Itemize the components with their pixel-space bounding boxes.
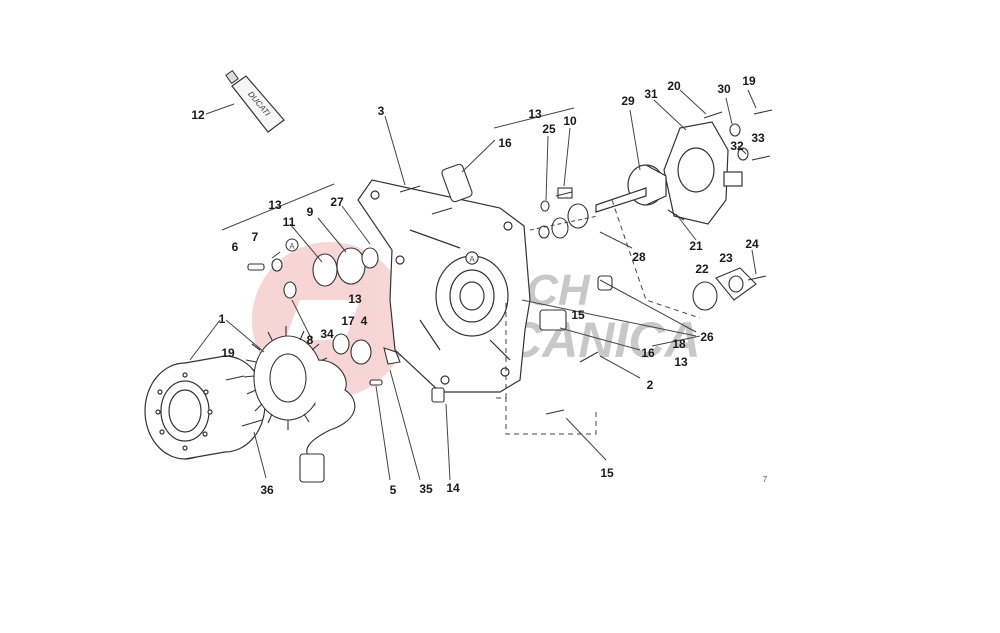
label-20: 20	[667, 79, 681, 93]
label-13-top: 13	[528, 107, 542, 121]
part-labels: 1 2 3 4 5 6 7 8 9 10 11 12 13 13 13 13 1…	[191, 74, 765, 497]
label-4: 4	[361, 314, 368, 328]
label-19-left: 19	[221, 346, 235, 360]
label-35: 35	[419, 482, 433, 496]
label-27: 27	[330, 195, 344, 209]
grease-tube: DUCATI	[225, 69, 285, 133]
impeller-shaft	[595, 164, 667, 213]
label-1: 1	[219, 312, 226, 326]
label-22: 22	[695, 262, 709, 276]
callout-a-label-right: A	[469, 255, 475, 264]
label-16-top: 16	[498, 136, 512, 150]
label-19-right: 19	[742, 74, 756, 88]
label-9: 9	[307, 205, 314, 219]
label-18: 18	[672, 337, 686, 351]
label-25: 25	[542, 122, 556, 136]
label-12: 12	[191, 108, 205, 122]
label-13-middle: 13	[348, 292, 362, 306]
label-32: 32	[730, 139, 744, 153]
page-number: 7	[763, 475, 768, 484]
label-15-upper: 15	[571, 308, 585, 322]
label-5: 5	[390, 483, 397, 497]
rotor	[144, 355, 266, 460]
label-31: 31	[644, 87, 658, 101]
screws	[225, 109, 773, 427]
label-14: 14	[446, 481, 460, 495]
label-23: 23	[719, 251, 733, 265]
label-6: 6	[232, 240, 239, 254]
label-8: 8	[307, 333, 314, 347]
label-2: 2	[647, 378, 654, 392]
label-33: 33	[751, 131, 765, 145]
label-26: 26	[700, 330, 714, 344]
callout-a-label-left: A	[289, 242, 295, 251]
label-17: 17	[341, 314, 355, 328]
label-10: 10	[563, 114, 577, 128]
callout-a: A A	[285, 238, 479, 265]
label-13-right: 13	[674, 355, 688, 369]
label-16-right: 16	[641, 346, 655, 360]
leader-lines	[189, 89, 757, 481]
watermark-logo-mark	[285, 300, 360, 340]
label-36: 36	[260, 483, 274, 497]
label-24: 24	[745, 237, 759, 251]
label-3: 3	[378, 104, 385, 118]
label-11: 11	[283, 215, 296, 229]
label-34: 34	[320, 327, 334, 341]
label-29: 29	[621, 94, 635, 108]
label-7: 7	[252, 230, 259, 244]
label-13-left: 13	[268, 198, 282, 212]
stator	[243, 326, 356, 483]
label-30: 30	[717, 82, 731, 96]
label-21: 21	[689, 239, 703, 253]
water-pump-cover	[663, 121, 743, 225]
label-15-lower: 15	[600, 466, 614, 480]
label-28: 28	[632, 250, 646, 264]
